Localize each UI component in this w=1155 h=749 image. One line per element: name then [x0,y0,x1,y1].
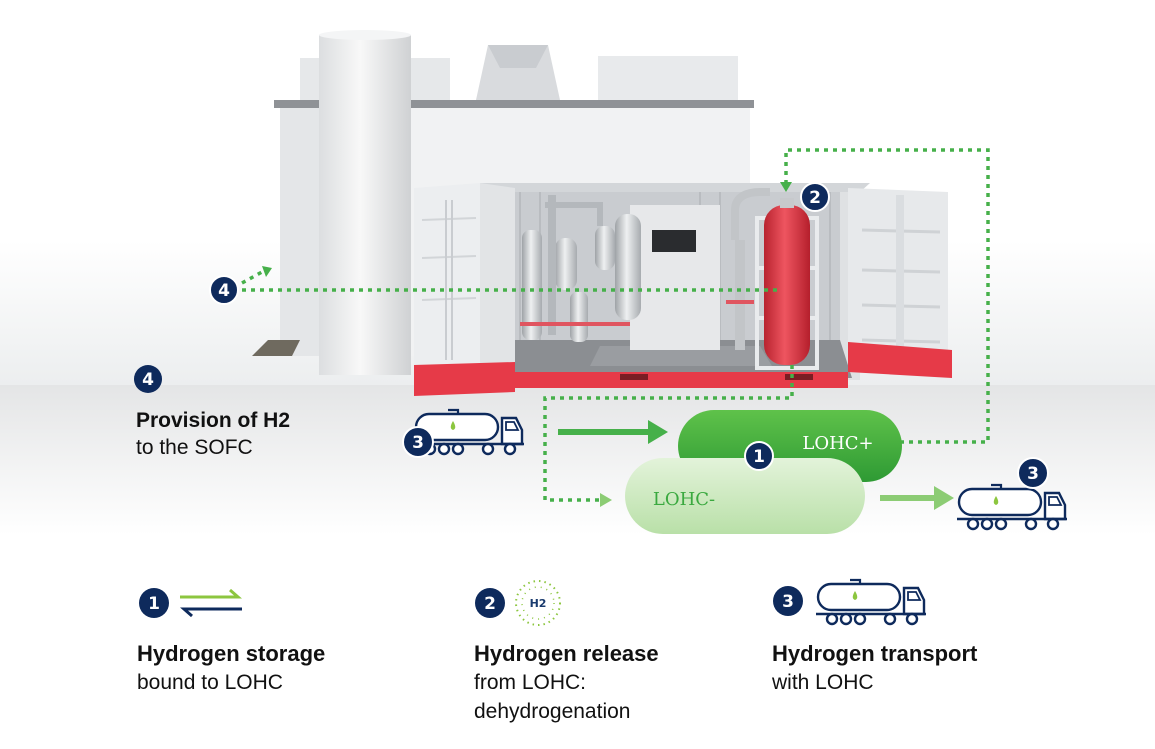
provision-arrowhead [262,266,272,277]
provision-arrow-stem [241,270,263,285]
badge-provision-caption: 4 [134,365,162,393]
provision-title: Provision of H2 [136,409,291,432]
equilibrium-arrows-icon [180,588,242,618]
legend-badge-3: 3 [773,586,803,616]
legend-badge-1: 1 [139,588,169,618]
svg-text:3: 3 [412,433,424,453]
h2-molecule-icon: H2 [515,580,561,626]
legend-transport-subtitle: with LOHC [772,671,874,694]
svg-text:1: 1 [148,594,160,614]
return-arrowhead [600,493,612,507]
svg-text:2: 2 [809,188,821,208]
legend-storage-subtitle: bound to LOHC [137,671,283,694]
badge-provision: 4 [209,275,239,305]
svg-text:1: 1 [753,447,765,467]
flow-arrow-in [558,420,668,444]
release-feed-line [784,148,990,444]
container [414,183,952,396]
flow-arrow-out [880,486,954,510]
lohc-minus-label: LOHC- [653,489,715,510]
legend-transport-title: Hydrogen transport [772,641,978,666]
svg-text:3: 3 [782,592,794,612]
legend-badge-2: 2 [475,588,505,618]
svg-text:2: 2 [484,594,496,614]
legend-release-subtitle: from LOHC: dehydrogenation [474,671,631,723]
legend-release-title: Hydrogen release [474,641,659,666]
badge-storage: 1 [744,441,774,471]
legend-release: Hydrogen release from LOHC: dehydrogenat… [474,640,659,726]
lohc-minus-pill: LOHC- [625,458,865,534]
svg-text:4: 4 [142,370,154,390]
svg-text:4: 4 [218,281,230,301]
provision-caption: Provision of H2 to the SOFC [136,408,290,462]
legend-storage-title: Hydrogen storage [137,641,326,666]
lohc-plus-label: LOHC+ [802,433,873,454]
tanker-truck-icon [814,578,928,626]
legend-storage: Hydrogen storage bound to LOHC [137,640,325,697]
svg-text:H2: H2 [530,597,547,610]
pillar [319,30,411,375]
flow-lines [241,148,990,502]
badge-transport-out: 3 [1017,457,1049,489]
badge-transport-in: 3 [402,426,434,458]
release-arrowhead [780,182,792,192]
badge-release: 2 [800,182,830,212]
return-flow-line [543,365,794,502]
legend-transport: Hydrogen transport with LOHC [772,640,977,697]
provision-subtitle: to the SOFC [136,436,253,459]
svg-text:3: 3 [1027,464,1039,484]
